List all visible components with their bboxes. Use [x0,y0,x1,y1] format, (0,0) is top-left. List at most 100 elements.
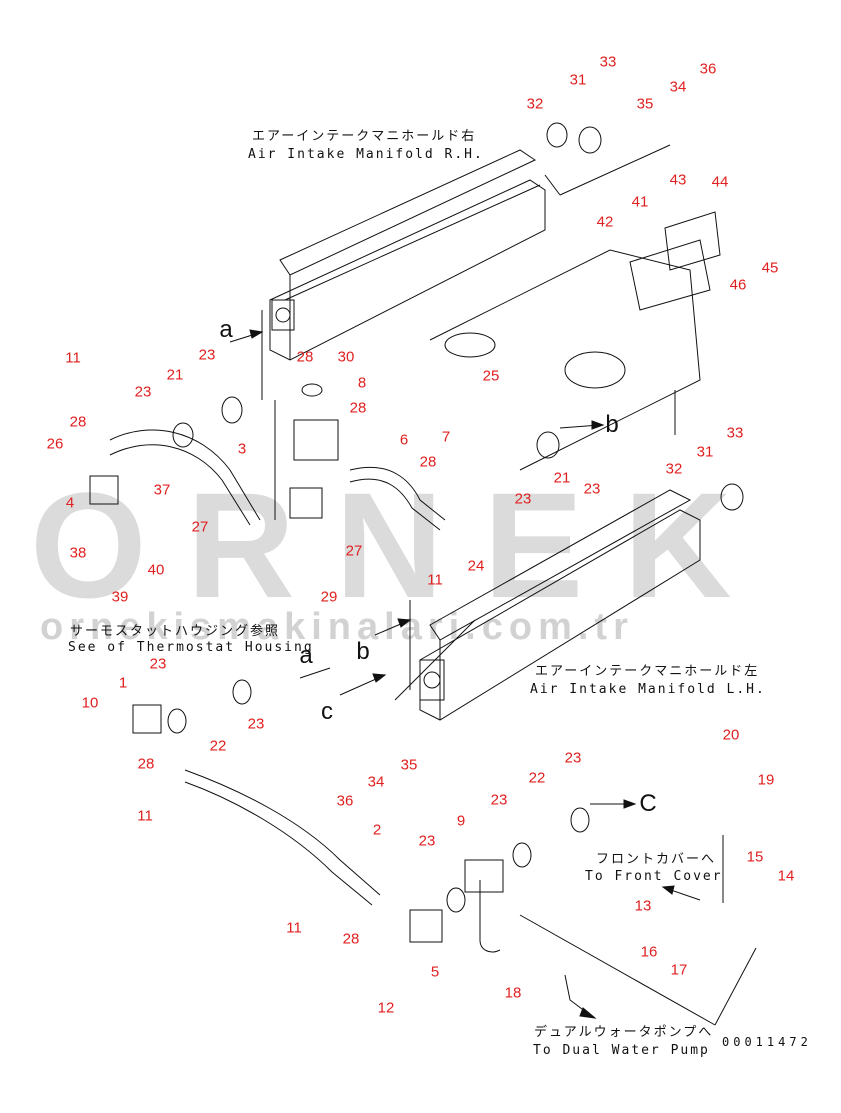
part-callout-23: 23 [418,832,436,850]
part-callout-22: 22 [209,737,227,755]
part-callout-23: 23 [514,490,532,508]
front-cover-label-en: To Front Cover [585,869,723,884]
connection-letter: b [605,411,619,438]
part-callout-32: 32 [526,95,544,113]
part-callout-41: 41 [631,193,649,211]
manifold-lh-drawing [419,489,701,721]
part-callout-21: 21 [166,366,184,384]
gaskets [167,122,744,913]
part-callout-26: 26 [46,435,64,453]
part-callout-11: 11 [427,571,443,589]
bracket [289,487,323,519]
part-callout-28: 28 [69,413,87,431]
part-callout-23: 23 [149,655,167,673]
block-5 [409,909,443,943]
part-callout-23: 23 [564,749,582,767]
bracket-4 [89,475,119,505]
part-callout-39: 39 [111,588,129,606]
part-callout-40: 40 [147,561,165,579]
part-callout-36: 36 [699,60,717,78]
manifold-lh-label-jp: エアーインテークマニホールド左 [535,664,760,679]
part-callout-35: 35 [400,756,418,774]
part-callout-1: 1 [118,674,128,692]
part-callout-28: 28 [419,453,437,471]
watermark-brand: ORNEK [30,461,772,629]
part-callout-14: 14 [777,867,795,885]
part-callout-11: 11 [286,919,302,937]
part-callout-28: 28 [342,930,360,948]
part-callout-11: 11 [137,807,153,825]
thermostat-label-en: See of Thermostat Housing [68,640,314,655]
block-9 [464,859,504,893]
pipe-3-inner [109,444,251,526]
part-callout-6: 6 [399,431,409,449]
part-callout-42: 42 [596,213,614,231]
part-callout-8: 8 [357,374,367,392]
thermostat-label-jp: サーモスタットハウジング参照 [70,624,281,639]
part-callout-32: 32 [665,460,683,478]
part-callout-23: 23 [247,715,265,733]
part-callout-28: 28 [349,399,367,417]
manifold-rh-drawing [269,149,546,361]
part-callout-5: 5 [430,963,440,981]
part-callout-21: 21 [553,469,571,487]
part-callout-30: 30 [337,348,355,366]
part-callout-43: 43 [669,171,687,189]
part-callout-34: 34 [367,773,385,791]
front-cover-label-jp: フロントカバーへ [596,852,717,867]
part-callout-22: 22 [528,769,546,787]
part-callout-45: 45 [761,259,779,277]
part-callout-2: 2 [372,821,382,839]
manifold-lh-label-en: Air Intake Manifold L.H. [530,682,766,697]
pipe-2 [184,769,381,896]
part-callout-31: 31 [696,443,714,461]
part-callout-31: 31 [569,71,587,89]
part-callout-28: 28 [137,755,155,773]
part-callout-11: 11 [65,349,81,367]
part-callout-37: 37 [153,481,171,499]
connection-letter: a [219,316,233,343]
part-callout-23: 23 [490,791,508,809]
part-callout-23: 23 [134,383,152,401]
part-callout-34: 34 [669,78,687,96]
manifold-rh-label-jp: エアーインテークマニホールド右 [252,129,477,144]
engine-block-drawing [429,211,721,471]
connection-letter: b [356,638,370,665]
watermark-url: ornekismakinalari.com.tr [40,606,634,648]
arrows [229,329,701,1019]
manifold-rh-label-en: Air Intake Manifold R.H. [248,147,484,162]
part-callout-36: 36 [336,792,354,810]
part-callout-27: 27 [345,542,363,560]
part-callout-17: 17 [670,961,688,979]
part-callout-33: 33 [726,424,744,442]
part-callout-23: 23 [198,346,216,364]
part-callout-12: 12 [377,999,395,1017]
thermostat-housing [293,419,339,461]
part-callout-16: 16 [640,943,658,961]
part-callout-9: 9 [456,812,466,830]
part-callout-15: 15 [746,848,764,866]
part-callout-38: 38 [69,544,87,562]
pipe-9 [479,880,501,953]
part-callout-4: 4 [65,494,75,512]
part-callout-3: 3 [237,440,247,458]
part-callout-10: 10 [81,694,99,712]
pipe-6 [349,466,446,521]
part-callout-7: 7 [441,428,451,446]
reference-lines [261,144,757,1026]
part-callout-29: 29 [320,588,338,606]
water-pump-label-jp: デュアルウォータポンプへ [534,1025,714,1040]
part-callout-18: 18 [504,984,522,1002]
water-pump-label-en: To Dual Water Pump [533,1043,710,1058]
part-callout-24: 24 [467,557,485,575]
connection-letter: a [299,642,313,669]
part-callout-13: 13 [634,897,652,915]
part-callout-20: 20 [722,726,740,744]
part-callout-19: 19 [757,771,775,789]
part-callout-44: 44 [711,173,729,191]
pipe-2-inner [184,781,373,906]
pipe-6-inner [349,478,441,531]
part-callout-33: 33 [599,53,617,71]
